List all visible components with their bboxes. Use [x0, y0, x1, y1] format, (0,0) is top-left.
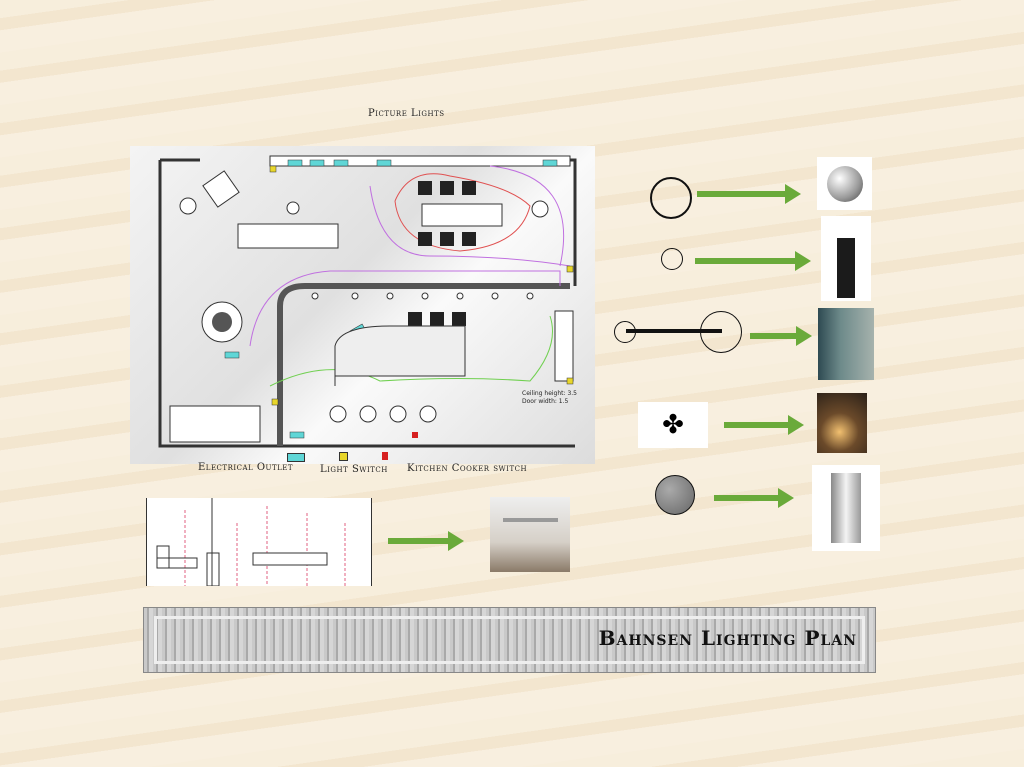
- table-lamp-photo: [817, 393, 867, 453]
- ceiling-height-note: Ceiling height: 3.5: [522, 390, 577, 397]
- arrow-icon: [714, 488, 794, 508]
- picture-light-photo: [490, 497, 570, 572]
- title-banner: Bahnsen Lighting Plan: [143, 607, 876, 673]
- light-switch-label: Light Switch: [320, 464, 388, 475]
- floor-lamp-arm-symbol: [626, 329, 722, 333]
- arrow-icon: [750, 326, 812, 346]
- cooker-switch-legend-icon: [382, 452, 388, 460]
- triple-lamp-symbol: ✤: [638, 402, 708, 448]
- grey-filled-circle-symbol: [655, 475, 695, 515]
- picture-lights-label: Picture Lights: [368, 108, 445, 119]
- steel-cylinder-pendant-photo: [812, 465, 880, 551]
- arrow-icon: [695, 251, 811, 271]
- large-circle-symbol: [650, 177, 692, 219]
- arrow-icon: [388, 531, 464, 551]
- outlet-legend-icon: [287, 453, 305, 462]
- page-title: Bahnsen Lighting Plan: [598, 626, 857, 650]
- kitchen-cooker-switch-label: Kitchen Cooker switch: [407, 463, 528, 474]
- arc-floor-lamp-photo: [818, 308, 874, 380]
- arrow-icon: [724, 415, 804, 435]
- small-circle-symbol: [661, 248, 683, 270]
- electrical-outlet-label: Electrical Outlet: [198, 462, 294, 473]
- floor-plan-drawing: [158, 155, 577, 448]
- switch-legend-icon: [339, 452, 348, 461]
- door-width-note: Door width: 1.5: [522, 398, 569, 405]
- mirror-globe-pendant-photo: [817, 157, 872, 210]
- arrow-icon: [697, 184, 801, 204]
- elevation-drawing: [146, 498, 372, 587]
- black-cylinder-pendant-photo: [821, 216, 871, 301]
- floor-lamp-shade-symbol: [700, 311, 742, 353]
